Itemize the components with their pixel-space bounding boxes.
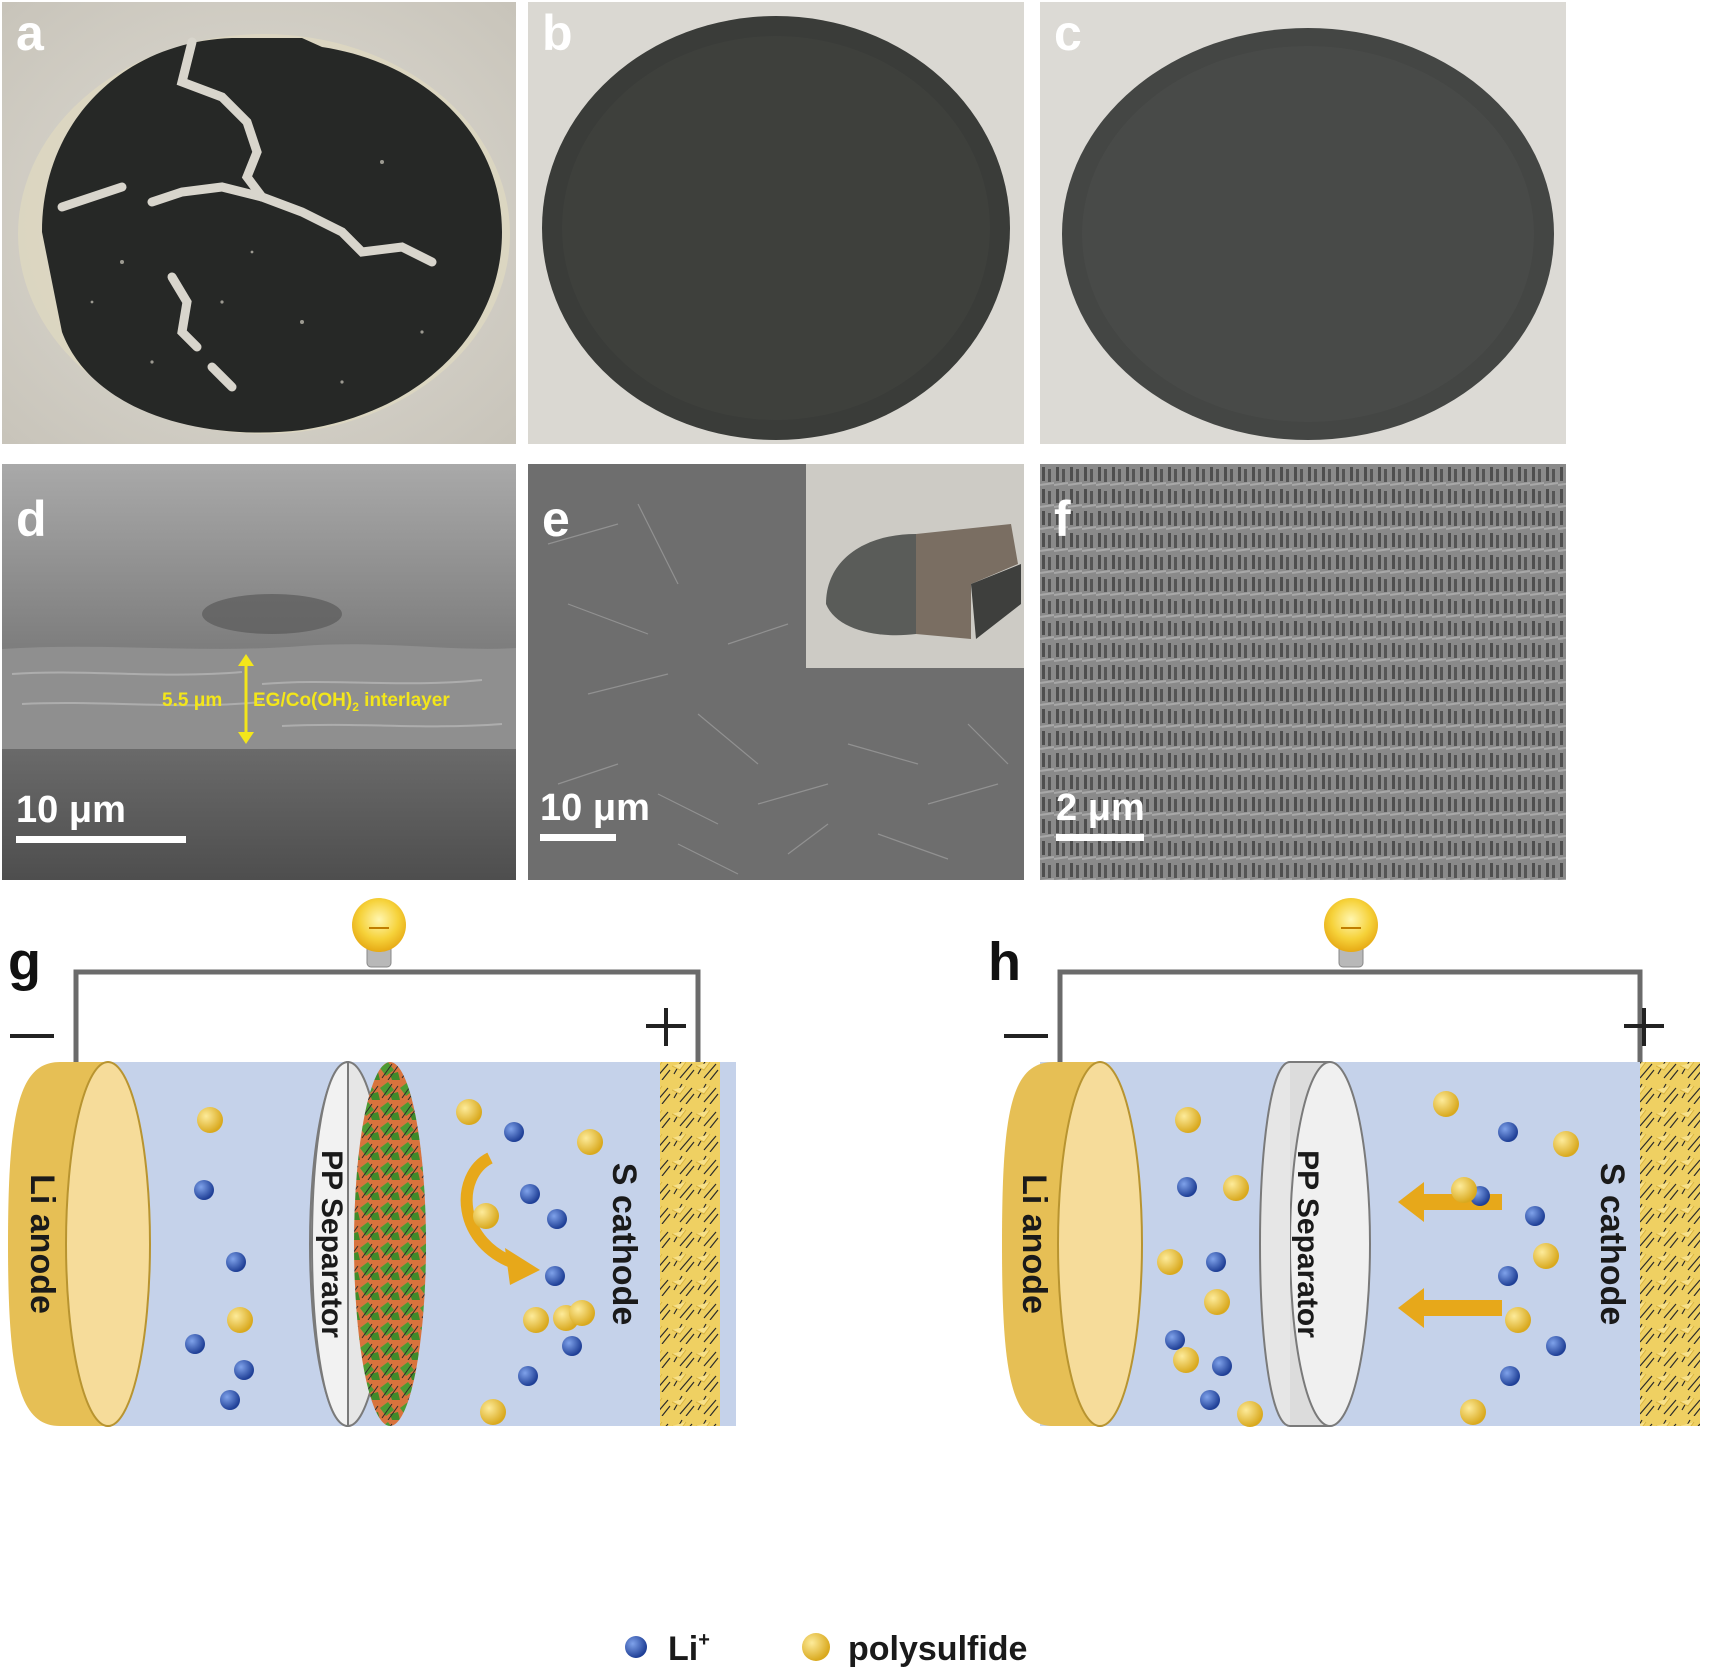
panel-e: e 10 μm <box>528 464 1024 880</box>
bulb-h <box>1324 898 1378 968</box>
panel-label-b: b <box>542 5 573 61</box>
panel-label-c: c <box>1054 5 1082 61</box>
scale-bar-label-e: 10 μm <box>540 787 650 829</box>
external-circuit-h <box>1057 969 1643 1062</box>
panel-label-e: e <box>542 491 570 547</box>
panel-c: c <box>1040 2 1566 444</box>
schematic-h <box>1002 898 1700 1427</box>
legend-polysulfide-label: polysulfide <box>848 1630 1027 1668</box>
coated-separator-photo <box>1040 2 1566 444</box>
scale-bar-f <box>1056 834 1144 841</box>
reflect-arrow-g <box>460 1152 522 1271</box>
cathode-label-g: S cathode <box>605 1163 643 1325</box>
li-anode-label-g: Li anode <box>23 1174 61 1314</box>
polysulfides-h <box>1157 1091 1579 1427</box>
flexible-film-inset <box>806 464 1024 668</box>
s-cathode-h <box>1640 1062 1700 1426</box>
cross-section-sem <box>2 464 516 880</box>
thickness-arrow <box>238 654 254 744</box>
interlayer-g <box>354 1062 426 1426</box>
panel-a: a <box>2 2 516 444</box>
legend-li-label: Li+ <box>668 1629 710 1668</box>
li-ions-g <box>185 1122 582 1410</box>
separator-label-g: PP Separator <box>315 1150 348 1338</box>
panel-label-g: g <box>8 932 41 992</box>
interlayer-label: EG/Co(OH)2 interlayer <box>253 690 450 714</box>
interlayer-suffix: interlayer <box>358 690 450 711</box>
cathode-label-h: S cathode <box>1593 1163 1631 1325</box>
legend-li-marker <box>625 1636 647 1658</box>
thickness-label: 5.5 μm <box>162 690 223 711</box>
panel-b: b <box>528 2 1024 444</box>
panel-d: d 5.5 μm EG/Co(OH)2 interlayer 10 μm <box>2 464 516 880</box>
interlayer-subscript: 2 <box>352 699 359 714</box>
separator-label-h: PP Separator <box>1291 1150 1324 1338</box>
li-anode-label-h: Li anode <box>1015 1174 1053 1314</box>
li-ions-h <box>1165 1122 1566 1410</box>
inset-photo <box>806 464 1024 668</box>
panel-label-a: a <box>16 5 44 61</box>
bulb-g <box>352 898 406 968</box>
external-circuit-g <box>73 969 701 1062</box>
interlayer-name: EG/Co(OH) <box>253 690 353 711</box>
pp-separator-sem <box>1040 464 1566 880</box>
legend-li-text: Li <box>668 1630 698 1668</box>
s-cathode-g <box>660 1062 720 1426</box>
panel-label-f: f <box>1054 491 1071 547</box>
legend-polysulfide-marker <box>802 1633 830 1661</box>
uniform-film-photo <box>528 2 1024 444</box>
panel-label-h: h <box>988 932 1021 992</box>
scale-bar-label-f: 2 μm <box>1056 787 1145 829</box>
cracked-film-photo <box>2 2 516 444</box>
legend-li-sup: + <box>698 1629 710 1651</box>
scale-bar-d <box>16 836 186 843</box>
legend: Li+ polysulfide <box>625 1629 1027 1668</box>
schematic-g <box>8 898 736 1428</box>
scale-bar-label-d: 10 μm <box>16 789 126 831</box>
scale-bar-e <box>540 834 616 841</box>
polysulfides-g <box>197 1099 603 1425</box>
panel-label-d: d <box>16 491 47 547</box>
panel-f: f 2 μm <box>1040 464 1566 880</box>
